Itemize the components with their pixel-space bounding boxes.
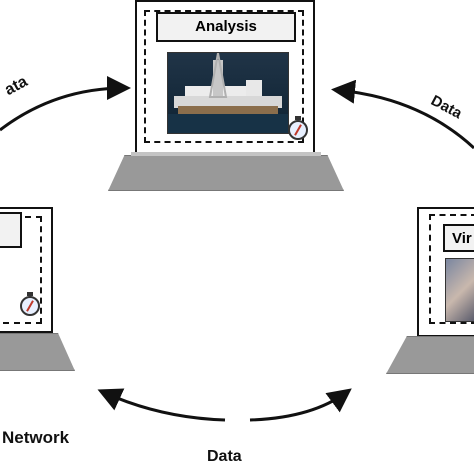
- laptop-analysis-neck: [131, 152, 321, 156]
- compass-cap: [295, 116, 301, 120]
- compass-cap: [27, 292, 33, 296]
- arrow-to-analysis-left: [0, 76, 131, 132]
- laptop-analysis-dashed-frame: [144, 10, 304, 143]
- laptop-right-dashed-frame: [429, 214, 474, 324]
- compass-icon: [288, 120, 308, 140]
- network-label: Network: [2, 428, 70, 447]
- laptop-right-title: Vir: [443, 224, 474, 252]
- laptop-analysis-base: [108, 155, 344, 191]
- compass-icon: [20, 296, 40, 316]
- arrow-label-bottom: Data: [207, 448, 242, 465]
- arrow-to-analysis-right: [331, 79, 474, 150]
- arrow-bottom-left: [97, 388, 226, 422]
- drillship-photo: [167, 52, 289, 134]
- laptop-left-title: [0, 212, 22, 248]
- laptop-analysis-title: Analysis: [156, 12, 296, 42]
- arrow-bottom-right: [249, 388, 352, 422]
- vr-photo: [445, 258, 474, 322]
